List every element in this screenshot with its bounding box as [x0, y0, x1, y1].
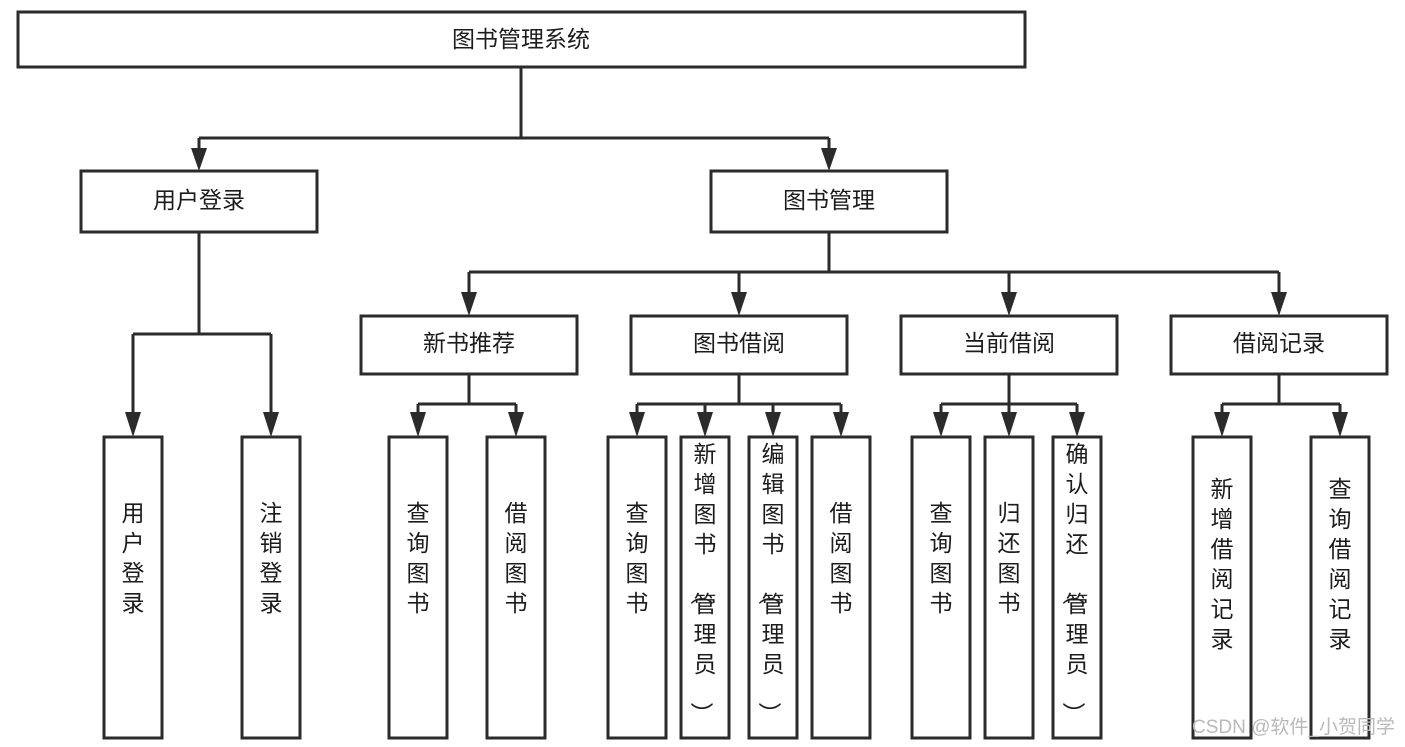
node-leaf-logout-login-box[interactable] — [240, 435, 302, 740]
node-user-login-label: 用户登录 — [153, 187, 245, 213]
node-leaf-edit-book[interactable]: 编辑图书（管理员） — [747, 435, 799, 740]
arrow-head-leaf-query-record — [1332, 412, 1348, 437]
arrow-head-leaf-add-record — [1214, 412, 1230, 437]
node-leaf-add-record-label: 新增借阅记录 — [1211, 476, 1234, 652]
arrow-head-leaf-add-book — [697, 412, 713, 437]
node-leaf-user-login[interactable]: 用户登录 — [102, 435, 164, 740]
node-new-book-recommend-box[interactable] — [359, 314, 579, 376]
arrow-head-leaf-borrow-book-2 — [833, 412, 849, 437]
node-leaf-return-book-box[interactable] — [983, 435, 1035, 740]
node-leaf-query-book-1[interactable]: 查询图书 — [387, 435, 449, 740]
node-leaf-query-book-3-label: 查询图书 — [930, 500, 953, 616]
node-leaf-confirm-return-label: 确认归还（管理员） — [1061, 441, 1089, 725]
connector-group-book-borrow — [629, 374, 849, 437]
node-leaf-query-book-1-box[interactable] — [387, 435, 449, 740]
arrow-head-leaf-return-book — [1001, 412, 1017, 437]
node-new-book-recommend-label: 新书推荐 — [423, 330, 515, 356]
node-leaf-user-login-box[interactable] — [102, 435, 164, 740]
node-root-box[interactable] — [16, 10, 1027, 69]
node-leaf-confirm-return[interactable]: 确认归还（管理员） — [1051, 435, 1103, 740]
arrow-head-leaf-query-book-1 — [410, 412, 426, 437]
arrow-head-leaf-query-book-2 — [629, 412, 645, 437]
node-leaf-confirm-return-box[interactable] — [1051, 435, 1103, 740]
node-leaf-query-book-1-label: 查询图书 — [407, 500, 430, 616]
node-root-label: 图书管理系统 — [452, 26, 590, 52]
arrow-head-leaf-borrow-book-1 — [508, 412, 524, 437]
arrow-head-new-book-recommend — [461, 292, 477, 316]
node-root[interactable]: 图书管理系统 — [16, 10, 1027, 69]
arrow-head-book-borrow — [731, 292, 747, 316]
node-borrow-record-box[interactable] — [1169, 314, 1389, 376]
node-book-manage-label: 图书管理 — [783, 187, 875, 213]
node-book-manage-box[interactable] — [709, 169, 949, 234]
node-book-borrow-box[interactable] — [629, 314, 849, 376]
node-leaf-query-book-2[interactable]: 查询图书 — [606, 435, 668, 740]
node-leaf-add-record[interactable]: 新增借阅记录 — [1191, 435, 1253, 740]
connector-group-root — [191, 67, 837, 171]
node-leaf-query-book-3[interactable]: 查询图书 — [910, 435, 972, 740]
node-book-borrow-label: 图书借阅 — [693, 330, 785, 356]
node-current-borrow-box[interactable] — [899, 314, 1119, 376]
connector-group-borrow-record — [1214, 374, 1348, 437]
watermark-label: CSDN @软件_小贺同学 — [1192, 716, 1395, 738]
connector-group-book-manage — [461, 232, 1287, 316]
connector-group-new-book-recommend — [410, 374, 524, 437]
node-leaf-edit-book-box[interactable] — [747, 435, 799, 740]
node-leaf-return-book[interactable]: 归还图书 — [983, 435, 1035, 740]
node-leaf-add-book-label: 新增图书（管理员） — [689, 441, 717, 725]
arrow-head-user-login — [191, 148, 207, 171]
arrow-head-current-borrow — [1001, 292, 1017, 316]
node-leaf-user-login-label: 用户登录 — [122, 500, 145, 616]
node-leaf-query-record[interactable]: 查询借阅记录 — [1309, 435, 1371, 740]
arrow-head-book-manage — [821, 148, 837, 171]
arrow-head-leaf-edit-book — [765, 412, 781, 437]
node-leaf-borrow-book-1-box[interactable] — [485, 435, 547, 740]
node-leaf-query-book-2-label: 查询图书 — [626, 500, 649, 616]
node-leaf-add-book-box[interactable] — [679, 435, 731, 740]
node-book-manage[interactable]: 图书管理 — [709, 169, 949, 234]
node-leaf-add-book[interactable]: 新增图书（管理员） — [679, 435, 731, 740]
node-leaf-query-book-2-box[interactable] — [606, 435, 668, 740]
connector-group-user-login — [125, 232, 279, 437]
node-leaf-return-book-label: 归还图书 — [998, 500, 1021, 616]
connector-group-current-borrow — [933, 374, 1085, 437]
node-leaf-logout-login-label: 注销登录 — [260, 500, 283, 616]
node-current-borrow-label: 当前借阅 — [963, 330, 1055, 356]
node-new-book-recommend[interactable]: 新书推荐 — [359, 314, 579, 376]
arrow-head-leaf-user-login — [125, 412, 141, 437]
node-leaf-query-record-box[interactable] — [1309, 435, 1371, 740]
node-leaf-borrow-book-2-box[interactable] — [810, 435, 872, 740]
node-user-login-box[interactable] — [79, 169, 319, 234]
node-current-borrow[interactable]: 当前借阅 — [899, 314, 1119, 376]
arrow-head-leaf-confirm-return — [1069, 412, 1085, 437]
node-leaf-borrow-book-2[interactable]: 借阅图书 — [810, 435, 872, 740]
node-leaf-borrow-book-1-label: 借阅图书 — [505, 500, 528, 616]
node-leaf-edit-book-label: 编辑图书（管理员） — [757, 441, 785, 725]
node-leaf-add-record-box[interactable] — [1191, 435, 1253, 740]
node-leaf-borrow-book-2-label: 借阅图书 — [830, 500, 853, 616]
node-leaf-borrow-book-1[interactable]: 借阅图书 — [485, 435, 547, 740]
arrow-head-leaf-logout-login — [263, 412, 279, 437]
node-leaf-query-book-3-box[interactable] — [910, 435, 972, 740]
node-book-borrow[interactable]: 图书借阅 — [629, 314, 849, 376]
node-borrow-record-label: 借阅记录 — [1233, 330, 1325, 356]
node-user-login[interactable]: 用户登录 — [79, 169, 319, 234]
node-leaf-query-record-label: 查询借阅记录 — [1329, 476, 1352, 652]
node-leaf-logout-login[interactable]: 注销登录 — [240, 435, 302, 740]
arrow-head-borrow-record — [1271, 292, 1287, 316]
node-borrow-record[interactable]: 借阅记录 — [1169, 314, 1389, 376]
arrow-head-leaf-query-book-3 — [933, 412, 949, 437]
